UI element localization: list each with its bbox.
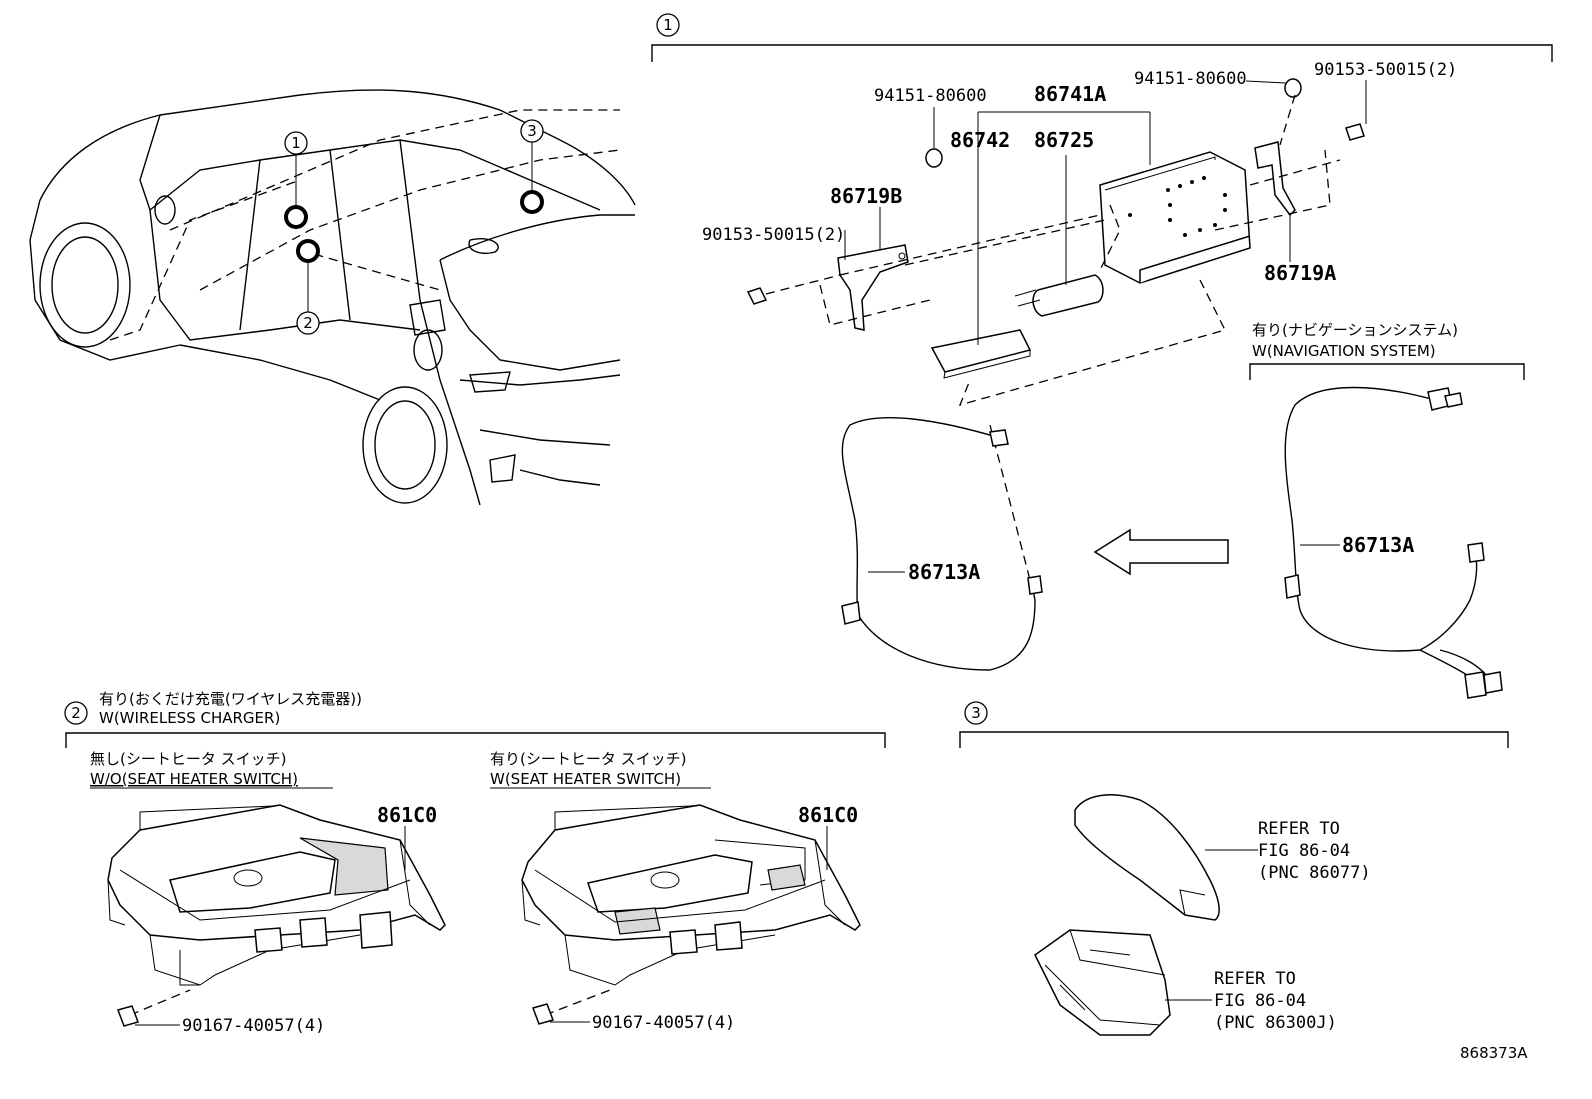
label-86713A-left: 86713A	[908, 560, 980, 584]
marker-1-car: 1	[284, 131, 308, 155]
group-3-header: 3	[959, 701, 1509, 748]
wireless-charger-left	[107, 804, 446, 1027]
refer-86077-line2: FIG 86-04	[1258, 841, 1350, 861]
label-screw-90167-left: 90167-40057(4)	[182, 1016, 325, 1036]
refer-86300J-line1: REFER TO	[1214, 969, 1296, 989]
label-86741A: 86741A	[1034, 82, 1106, 106]
navigation-receiver-module	[1099, 151, 1251, 284]
leader-lines-group-1	[844, 80, 1367, 345]
label-90153-50015-right: 90153-50015(2)	[1314, 60, 1457, 80]
assembly-lines	[819, 94, 1341, 581]
svg-text:3: 3	[971, 704, 981, 722]
clip-94151-right	[1284, 78, 1302, 98]
nav-system-bracket	[1249, 363, 1525, 380]
vehicle-illustration	[29, 89, 636, 506]
label-86725: 86725	[1034, 128, 1094, 152]
direction-arrow	[1093, 528, 1229, 576]
screw-90153-left	[746, 274, 841, 305]
bracket-86719A	[1254, 141, 1296, 217]
wireless-charger-right	[521, 804, 861, 1025]
shark-fin-antenna	[1074, 794, 1258, 921]
without-seat-heater-en-label: W/O(SEAT HEATER SWITCH)	[90, 770, 298, 788]
svg-text:1: 1	[291, 134, 301, 152]
refer-86077-line3: (PNC 86077)	[1258, 863, 1371, 883]
part-86742-unit	[930, 329, 1032, 379]
without-seat-heater-jp-label: 無し(シートヒータ スイッチ)	[90, 750, 286, 768]
marker-3-car: 3	[520, 119, 544, 143]
label-861C0-right: 861C0	[798, 803, 858, 827]
with-seat-heater-jp-label: 有り(シートヒータ スイッチ)	[490, 750, 686, 768]
refer-86300J-line3: (PNC 86300J)	[1214, 1013, 1337, 1033]
amplifier-unit	[1034, 929, 1212, 1036]
nav-system-jp-label: 有り(ナビゲーションシステム)	[1252, 321, 1458, 339]
label-86719A: 86719A	[1264, 261, 1336, 285]
label-86742: 86742	[950, 128, 1010, 152]
label-86719B: 86719B	[830, 184, 902, 208]
marker-2-car: 2	[296, 311, 320, 335]
cable-86713A-right	[1284, 386, 1503, 699]
svg-text:2: 2	[303, 314, 313, 332]
svg-text:2: 2	[71, 704, 81, 722]
label-screw-90167-right: 90167-40057(4)	[592, 1013, 735, 1033]
svg-text:3: 3	[527, 122, 537, 140]
group-1-header: 1	[651, 13, 1553, 62]
label-94151-80600-left: 94151-80600	[874, 86, 987, 106]
refer-86300J-line2: FIG 86-04	[1214, 991, 1306, 1011]
figure-id: 868373A	[1460, 1044, 1528, 1062]
wireless-charger-jp-label: 有り(おくだけ充電(ワイヤレス充電器))	[99, 690, 362, 708]
bracket-86719B	[837, 244, 909, 331]
part-86725-cylinder	[1014, 274, 1104, 317]
nav-system-en-label: W(NAVIGATION SYSTEM)	[1252, 342, 1436, 360]
refer-86077-line1: REFER TO	[1258, 819, 1340, 839]
label-86713A-right: 86713A	[1342, 533, 1414, 557]
with-seat-heater-en-label: W(SEAT HEATER SWITCH)	[490, 770, 681, 788]
svg-text:1: 1	[663, 16, 673, 34]
label-94151-80600-right: 94151-80600	[1134, 69, 1247, 89]
screw-90153-right	[1345, 123, 1365, 141]
group-2-header: 2	[64, 701, 886, 748]
label-90153-50015-left: 90153-50015(2)	[702, 225, 845, 245]
wireless-charger-en-label: W(WIRELESS CHARGER)	[99, 709, 280, 727]
clip-94151-left	[925, 148, 943, 168]
cable-86713A-left	[841, 417, 1043, 671]
label-861C0-left: 861C0	[377, 803, 437, 827]
